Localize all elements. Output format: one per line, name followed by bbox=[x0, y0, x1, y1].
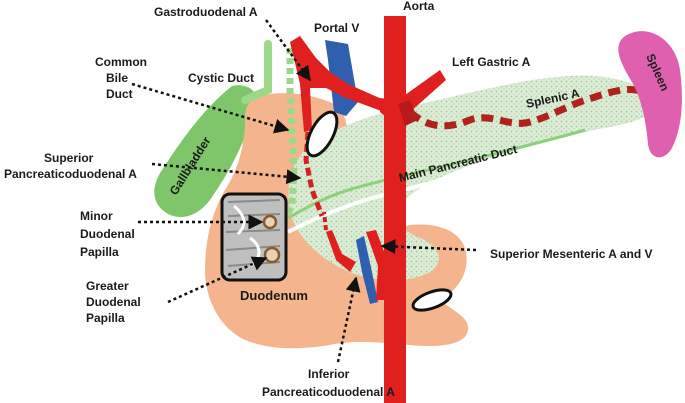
label-left-gastric-a: Left Gastric A bbox=[452, 55, 531, 69]
inferior-pancreaticoduodenal-artery bbox=[326, 230, 356, 272]
transected-vessel-upper bbox=[305, 110, 339, 158]
gastroduodenal-artery bbox=[290, 36, 384, 132]
minor-papilla-ring bbox=[262, 214, 278, 230]
cystic-duct bbox=[241, 40, 272, 104]
leader-gastroduodenal bbox=[264, 19, 312, 82]
left-gastric-artery bbox=[380, 70, 446, 122]
transected-vessel-lower bbox=[411, 288, 453, 312]
label-common-bile-duct-1: Common bbox=[95, 55, 147, 69]
label-inferior-pd-2: Pancreaticoduodenal A bbox=[262, 385, 395, 399]
label-superior-pd-2: Pancreaticoduodenal A bbox=[4, 167, 137, 181]
label-minor-papilla-3: Papilla bbox=[80, 245, 119, 259]
left-gastric-artery-branch bbox=[398, 100, 418, 126]
label-minor-papilla-1: Minor bbox=[80, 209, 113, 223]
gallbladder-shape bbox=[154, 85, 257, 218]
common-bile-duct bbox=[278, 48, 298, 228]
leader-superior-pd bbox=[151, 162, 302, 185]
label-gastroduodenal-a: Gastroduodenal A bbox=[154, 5, 258, 19]
label-aorta: Aorta bbox=[403, 0, 435, 13]
main-pancreatic-duct bbox=[284, 128, 586, 222]
main-pancreatic-duct-outline bbox=[287, 138, 591, 234]
label-common-bile-duct-3: Duct bbox=[106, 87, 133, 101]
label-cystic-duct: Cystic Duct bbox=[188, 71, 254, 85]
aorta bbox=[384, 16, 406, 403]
label-common-bile-duct-2: Bile bbox=[106, 71, 128, 85]
leader-sma-smv bbox=[380, 239, 477, 255]
pancreas-shape bbox=[288, 75, 654, 281]
inferior-pancreaticoduodenal-dashes bbox=[322, 211, 328, 231]
label-greater-papilla-3: Papilla bbox=[86, 311, 125, 325]
splenic-artery bbox=[407, 86, 644, 130]
label-portal-v: Portal V bbox=[314, 21, 359, 35]
label-superior-pd-1: Superior bbox=[44, 151, 94, 165]
label-inferior-pd-1: Inferior bbox=[308, 367, 350, 381]
label-minor-papilla-2: Duodenal bbox=[80, 227, 135, 241]
label-sma-smv: Superior Mesenteric A and V bbox=[490, 247, 653, 261]
spleen-shape bbox=[618, 31, 682, 158]
label-greater-papilla-2: Duodenal bbox=[86, 295, 141, 309]
leader-inferior-pd bbox=[336, 276, 361, 363]
duodenal-papilla-inset bbox=[220, 192, 288, 282]
greater-papilla-ring bbox=[263, 246, 281, 264]
superior-mesenteric-vein bbox=[356, 236, 378, 304]
label-duodenum: Duodenum bbox=[240, 288, 308, 303]
label-greater-papilla-1: Greater bbox=[86, 279, 129, 293]
